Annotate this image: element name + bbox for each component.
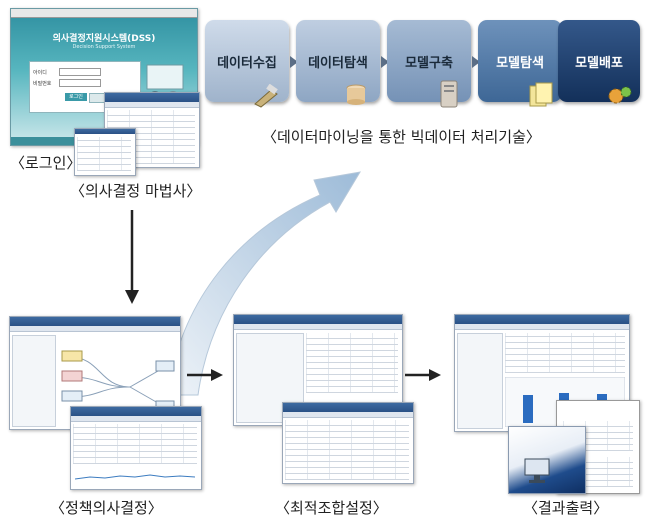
pen-icon [254,84,278,108]
login-pw-label: 비밀번호 [33,81,52,87]
curved-arrow [167,171,361,396]
pipeline-arrow-2 [381,56,389,68]
optimal-caption: 〈최적조합설정〉 [275,499,388,517]
pipeline-arrow-1 [290,56,298,68]
optimal-window-front [282,402,414,484]
wizard-caption: 〈의사결정 마법사〉 [70,182,202,200]
wizard-window-back [74,128,136,176]
login-id-input[interactable] [59,68,101,76]
pipeline-arrow-3 [472,56,480,68]
login-title: 의사결정지원시스템(DSS) [52,34,156,44]
pipeline-step-build: 모델구축 [387,20,471,102]
login-pw-input[interactable] [59,79,101,87]
login-button[interactable]: 로그인 [65,93,87,101]
monitor-icon [524,458,550,483]
pipeline-step-collect: 데이터수집 [205,20,289,102]
policy-window-front [70,406,202,490]
result-report-cover [508,426,586,494]
login-id-label: 아이디 [33,70,47,76]
right-arrow-2 [405,369,441,381]
database-icon [346,84,366,105]
documents-icon [529,82,553,107]
login-caption: 〈로그인〉 [10,154,82,172]
login-subtitle: Decision Support System [72,44,136,50]
wizard-window-small [104,92,200,168]
gear-icon [608,86,632,104]
right-arrow-1 [187,369,223,381]
result-caption: 〈결과출력〉 [523,499,609,517]
down-arrow [125,210,139,304]
pipeline-caption: 〈데이터마이닝을 통한 빅데이터 처리기술〉 [262,128,541,146]
server-icon [440,80,458,108]
pipeline-step-explore: 데이터탐색 [296,20,380,102]
policy-caption: 〈정책의사결정〉 [50,499,163,517]
